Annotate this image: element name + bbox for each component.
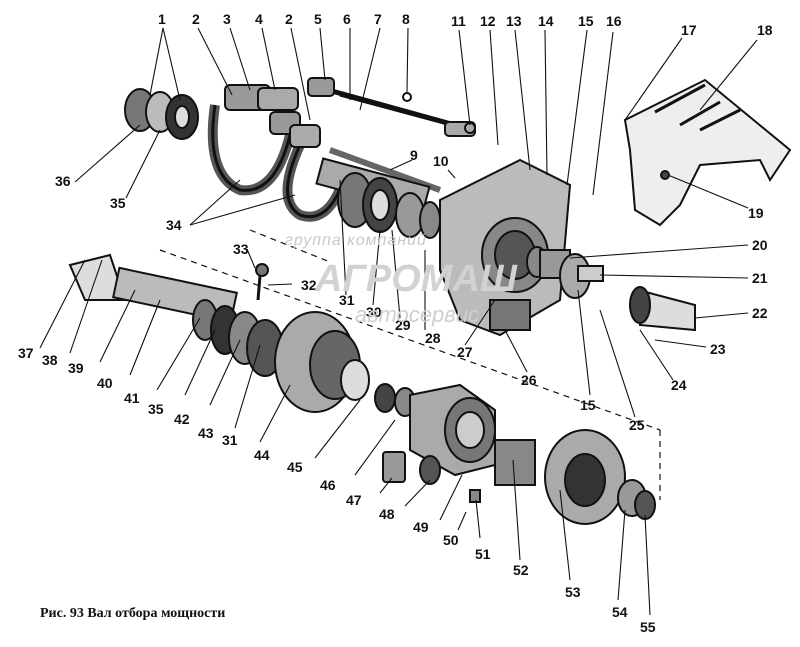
label-32: 32 bbox=[301, 277, 317, 293]
main-shaft bbox=[68, 253, 370, 413]
label-37: 37 bbox=[18, 345, 34, 361]
label-3: 3 bbox=[223, 11, 231, 27]
label-31b: 31 bbox=[222, 432, 238, 448]
label-4: 4 bbox=[255, 11, 263, 27]
label-43: 43 bbox=[198, 425, 214, 441]
label-53: 53 bbox=[565, 584, 581, 600]
label-34: 34 bbox=[166, 217, 182, 233]
watermark-line1: группа компаний bbox=[285, 232, 427, 249]
leader-lines bbox=[39, 27, 758, 616]
label-23: 23 bbox=[710, 341, 726, 357]
label-54: 54 bbox=[612, 604, 628, 620]
label-2: 2 bbox=[192, 11, 200, 27]
bearing-1 bbox=[124, 88, 199, 140]
label-35: 35 bbox=[110, 195, 126, 211]
label-7: 7 bbox=[374, 11, 382, 27]
label-5: 5 bbox=[314, 11, 322, 27]
label-28: 28 bbox=[425, 330, 441, 346]
watermark-line3: автосервис bbox=[355, 302, 479, 327]
label-29: 29 bbox=[395, 317, 411, 333]
label-9: 9 bbox=[410, 147, 418, 163]
label-35b: 35 bbox=[148, 401, 164, 417]
label-13: 13 bbox=[506, 13, 522, 29]
label-18: 18 bbox=[757, 22, 773, 38]
label-45: 45 bbox=[287, 459, 303, 475]
part-drawings bbox=[68, 77, 792, 525]
cover-18 bbox=[623, 78, 792, 227]
label-44: 44 bbox=[254, 447, 270, 463]
label-55: 55 bbox=[640, 619, 656, 635]
label-6: 6 bbox=[343, 11, 351, 27]
label-25: 25 bbox=[629, 417, 645, 433]
label-48: 48 bbox=[379, 506, 395, 522]
label-20: 20 bbox=[752, 237, 768, 253]
label-51: 51 bbox=[475, 546, 491, 562]
label-46: 46 bbox=[320, 477, 336, 493]
label-14: 14 bbox=[538, 13, 554, 29]
flange-shaft bbox=[526, 246, 696, 332]
label-33: 33 bbox=[233, 241, 249, 257]
levers-rods bbox=[307, 77, 476, 193]
label-26: 26 bbox=[521, 372, 537, 388]
label-50: 50 bbox=[443, 532, 459, 548]
label-15: 15 bbox=[578, 13, 594, 29]
label-15b: 15 bbox=[580, 397, 596, 413]
label-38: 38 bbox=[42, 352, 58, 368]
label-42: 42 bbox=[174, 411, 190, 427]
label-36: 36 bbox=[55, 173, 71, 189]
brake-band-34 bbox=[207, 84, 350, 222]
axis-lines bbox=[159, 229, 661, 500]
watermark-logo: АГРОМАШ bbox=[315, 258, 517, 300]
label-30: 30 bbox=[366, 304, 382, 320]
shaft-assembly bbox=[315, 157, 441, 239]
label-52: 52 bbox=[513, 562, 529, 578]
label-12: 12 bbox=[480, 13, 496, 29]
label-41: 41 bbox=[124, 390, 140, 406]
label-21: 21 bbox=[752, 270, 768, 286]
pin-33 bbox=[255, 263, 269, 301]
label-19: 19 bbox=[748, 205, 764, 221]
label-2: 2 bbox=[285, 11, 293, 27]
label-31: 31 bbox=[339, 292, 355, 308]
label-49: 49 bbox=[413, 519, 429, 535]
planetary-set bbox=[374, 383, 496, 503]
label-11: 11 bbox=[451, 13, 466, 29]
label-8: 8 bbox=[402, 11, 410, 27]
label-10: 10 bbox=[433, 153, 449, 169]
label-17: 17 bbox=[681, 22, 697, 38]
label-1: 1 bbox=[158, 11, 166, 27]
label-47: 47 bbox=[346, 492, 362, 508]
label-39: 39 bbox=[68, 360, 84, 376]
sun-gear-drum bbox=[494, 429, 656, 525]
label-22: 22 bbox=[752, 305, 768, 321]
part-number-labels: 1 2 3 4 2 5 6 7 8 11 12 13 14 15 16 17 1… bbox=[18, 11, 773, 635]
label-27: 27 bbox=[457, 344, 473, 360]
label-16: 16 bbox=[606, 13, 622, 29]
figure-caption: Рис. 93 Вал отбора мощности bbox=[40, 606, 226, 621]
label-40: 40 bbox=[97, 375, 113, 391]
label-24: 24 bbox=[671, 377, 687, 393]
